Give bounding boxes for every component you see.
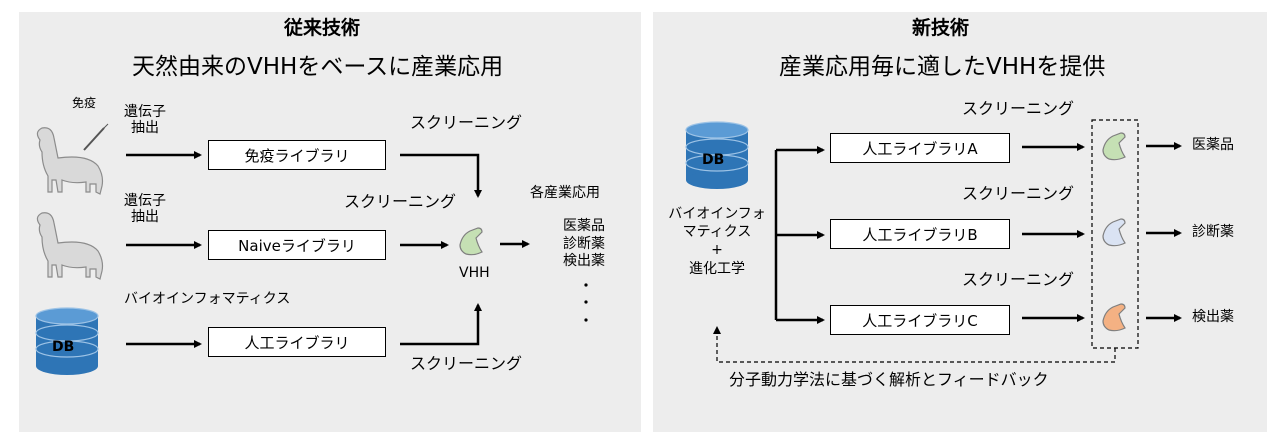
app-item: 医薬品 <box>563 218 605 234</box>
ellipsis-dot <box>584 283 588 287</box>
vhh-label: VHH <box>459 265 490 281</box>
immune-library-box: 免疫ライブラリ <box>208 140 386 170</box>
ellipsis-dot <box>584 318 588 322</box>
applications-list: 医薬品 診断薬 検出薬 <box>563 218 605 271</box>
alpaca-naive-icon <box>36 212 104 280</box>
left-subtitle: 天然由来のVHHをベースに産業応用 <box>132 54 504 80</box>
screening-label-bottom: スクリーニング <box>410 354 523 373</box>
extract-label-2: 遺伝子抽出 <box>124 193 166 226</box>
screening-label-a: スクリーニング <box>962 99 1075 118</box>
alpaca-immunized-icon <box>36 123 109 195</box>
naive-library-box: Naiveライブラリ <box>208 230 386 260</box>
app-item: 検出薬 <box>563 253 605 269</box>
db-label-left: DB <box>52 339 75 355</box>
artificial-library-box: 人工ライブラリ <box>208 327 386 357</box>
library-c-box: 人工ライブラリC <box>830 305 1010 335</box>
extract-label-1: 遺伝子抽出 <box>124 104 166 137</box>
ellipsis-dot <box>584 300 588 304</box>
screening-label-mid: スクリーニング <box>344 192 457 211</box>
left-title: 従来技術 <box>284 17 361 39</box>
conventional-panel <box>19 12 641 432</box>
library-a-box: 人工ライブラリA <box>830 133 1010 163</box>
arrow-artificial-library-to-vhh <box>400 303 482 346</box>
database-icon-left <box>35 307 99 375</box>
right-subtitle: 産業応用毎に適したVHHを提供 <box>779 54 1106 80</box>
screening-label-b: スクリーニング <box>962 184 1075 203</box>
right-title: 新技術 <box>912 17 970 39</box>
output-detection: 検出薬 <box>1192 309 1234 325</box>
screening-label-top: スクリーニング <box>410 113 523 132</box>
applications-title: 各産業応用 <box>530 185 600 201</box>
arrow-immune-library-to-vhh <box>400 153 482 198</box>
feedback-label: 分子動力学法に基づく解析とフィードバック <box>729 370 1049 389</box>
db-caption: バイオインフォ マティクス + 進化工学 <box>668 206 766 277</box>
vhh-icon-orange <box>1102 303 1126 332</box>
screening-label-c: スクリーニング <box>962 270 1075 289</box>
app-item: 診断薬 <box>563 235 605 252</box>
vhh-icon-left <box>459 227 483 256</box>
database-icon-right <box>685 121 749 189</box>
db-label-right: DB <box>702 152 725 168</box>
vhh-icon-blue <box>1102 218 1126 247</box>
library-b-box: 人工ライブラリB <box>830 219 1010 249</box>
feedback-dashed-arrow <box>713 326 1116 363</box>
bioinfo-label: バイオインフォマティクス <box>124 291 291 307</box>
immune-label: 免疫 <box>72 96 97 110</box>
vhh-icon-green <box>1102 132 1126 161</box>
output-diagnostic: 診断薬 <box>1192 224 1234 240</box>
output-pharma: 医薬品 <box>1192 137 1234 153</box>
